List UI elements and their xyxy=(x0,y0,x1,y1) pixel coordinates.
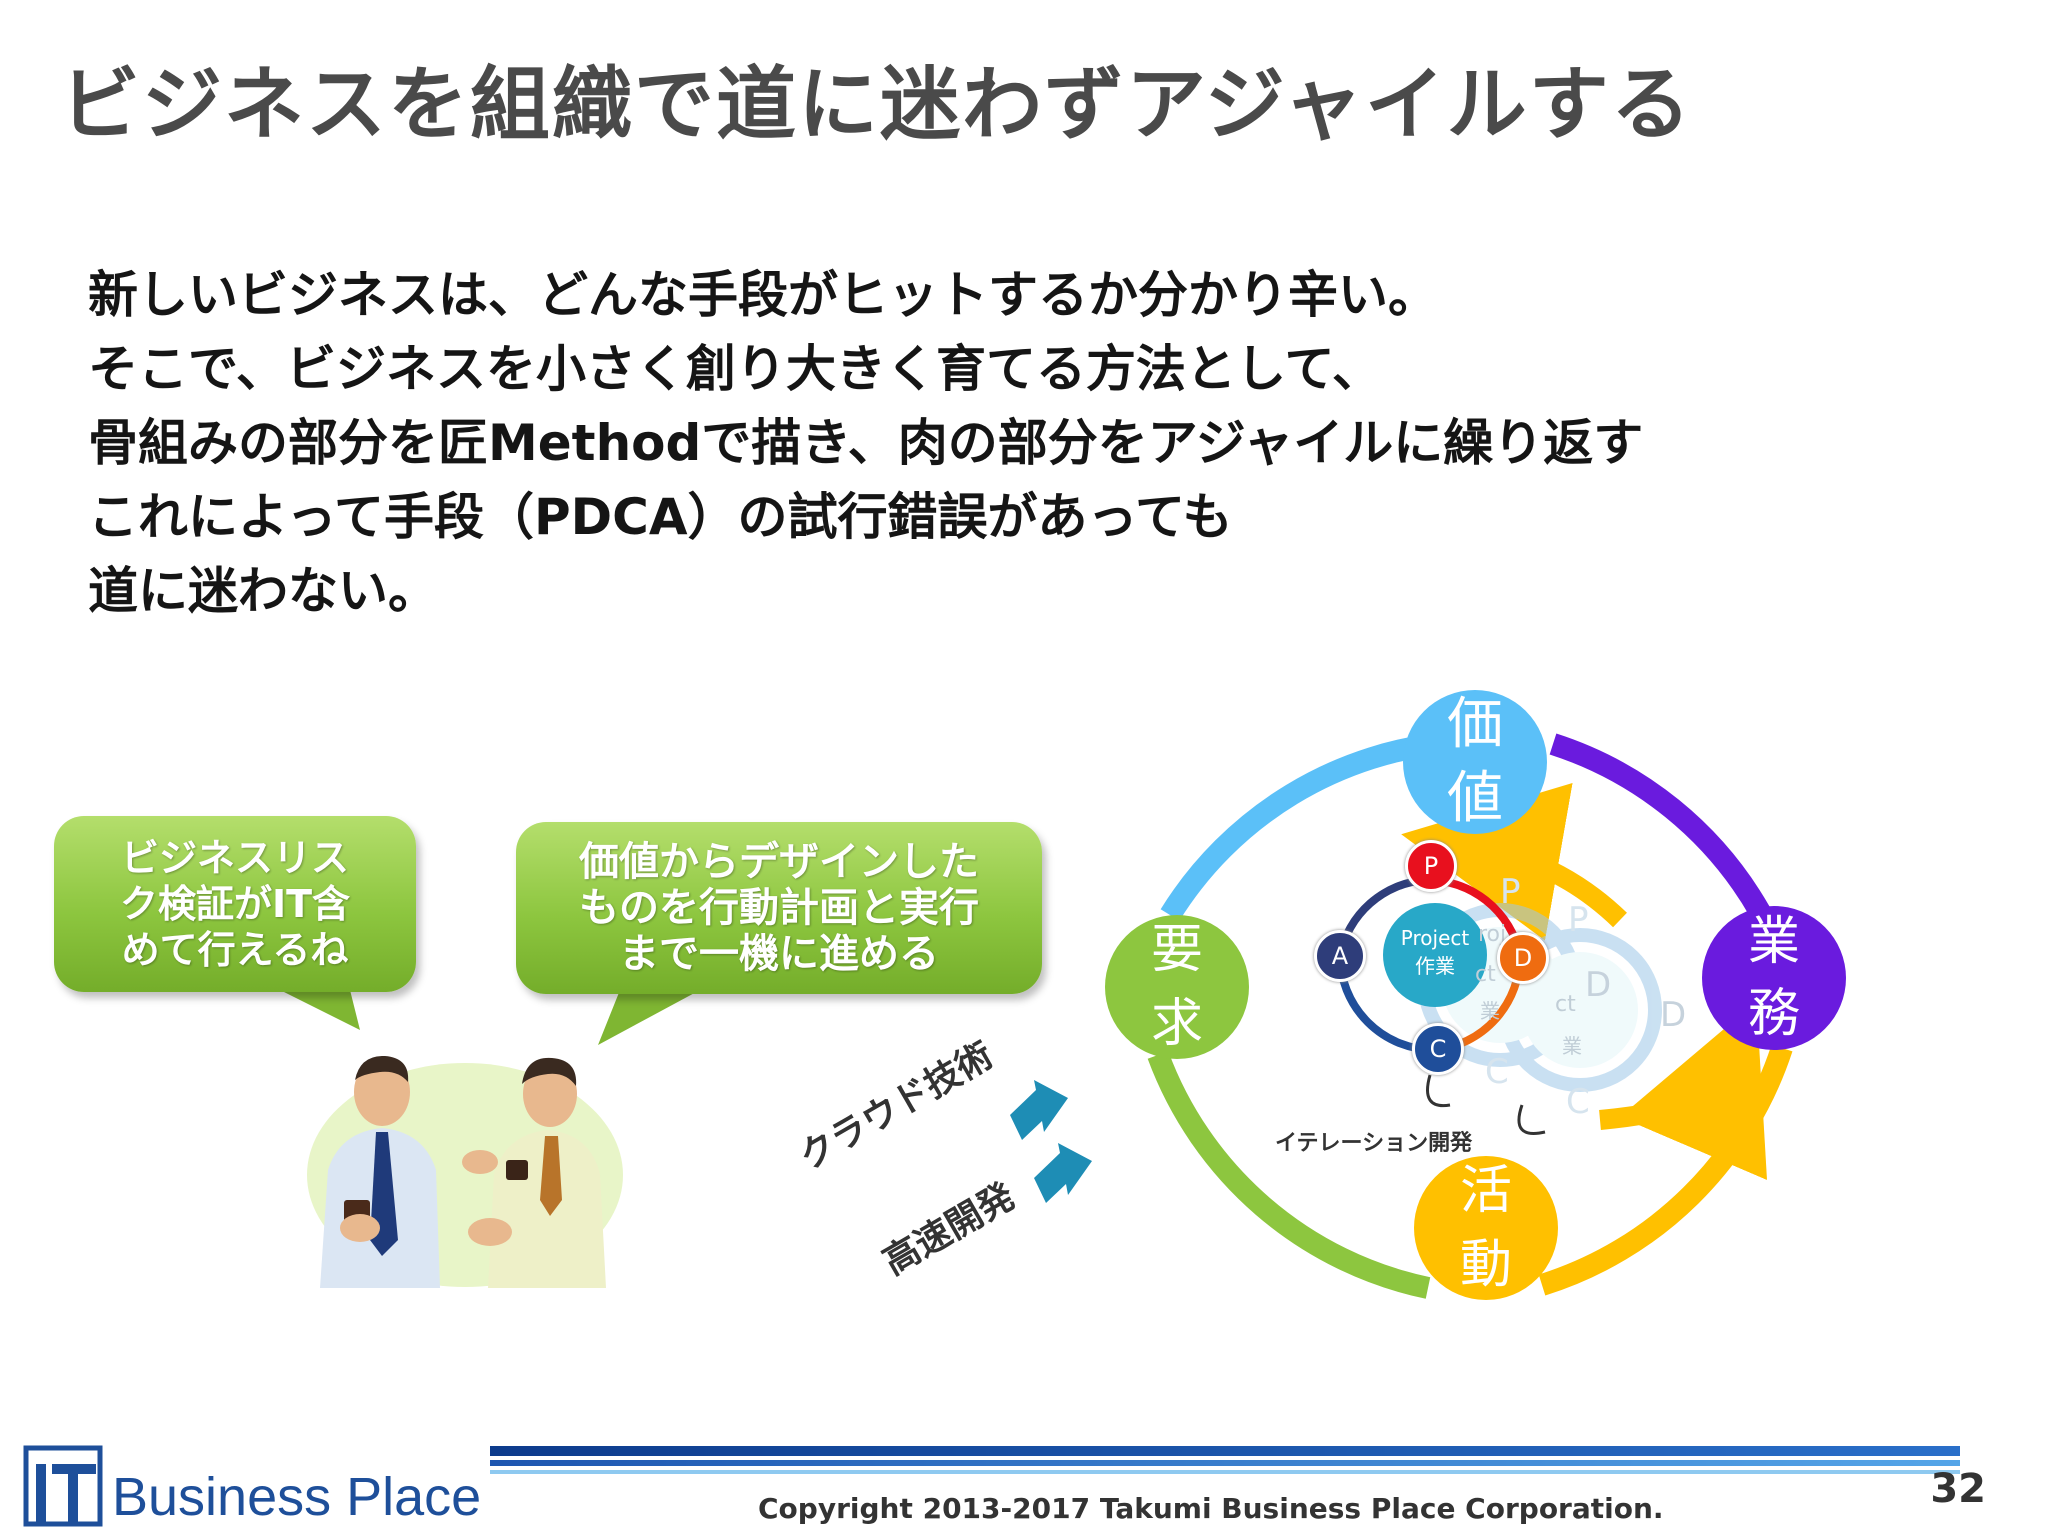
node-request-char: 求 xyxy=(1150,994,1203,1054)
arrow-icon xyxy=(1010,1080,1068,1140)
footer-rule xyxy=(490,1460,1960,1466)
ghost-text: 業 xyxy=(1562,1034,1582,1058)
ghost-c-label: C xyxy=(1485,1052,1509,1092)
node-value-char: 価 xyxy=(1447,692,1503,757)
project-work-label: 作業 xyxy=(1415,954,1455,978)
right-bubble-tail xyxy=(598,990,700,1045)
node-business: 業 務 xyxy=(1702,906,1846,1050)
node-business-char: 務 xyxy=(1747,984,1800,1044)
node-activity: 活 動 xyxy=(1414,1156,1558,1300)
node-activity-char: 動 xyxy=(1459,1235,1512,1295)
pdca-node-a: A xyxy=(1314,930,1366,982)
body-line: 新しいビジネスは、どんな手段がヒットするか分かり辛い。 xyxy=(88,266,1438,324)
company-logo xyxy=(23,1445,103,1527)
node-request: 要 求 xyxy=(1105,915,1249,1059)
ghost-p-label: P xyxy=(1500,872,1521,912)
body-line: 骨組みの部分を匠Methodで描き、肉の部分をアジャイルに繰り返す xyxy=(88,414,1644,472)
copyright-text: Copyright 2013-2017 Takumi Business Plac… xyxy=(758,1492,1664,1525)
ghost-c-label-2: C xyxy=(1566,1082,1590,1122)
arc-activity-request xyxy=(1147,1051,1431,1299)
iteration-arrow-icon xyxy=(1517,1104,1546,1135)
body-text: 新しいビジネスは、どんな手段がヒットするか分かり辛い。 そこで、ビジネスを小さく… xyxy=(88,258,1643,628)
pdca-c-text: C xyxy=(1429,1035,1447,1063)
left-bubble-text: ビジネスリス ク検証がIT含 めて行えるね xyxy=(119,836,351,972)
project-center-circle xyxy=(1383,903,1487,1007)
pdca-node-d: D xyxy=(1497,932,1549,984)
page-title: ビジネスを組織で道に迷わずアジャイルする xyxy=(60,58,1693,151)
left-speech-bubble: ビジネスリス ク検証がIT含 めて行えるね xyxy=(54,816,416,992)
ghost-text: 業 xyxy=(1480,999,1500,1023)
left-bubble-tail xyxy=(280,990,360,1030)
ghost-text: ct xyxy=(1555,992,1576,1017)
node-value: 価 値 xyxy=(1403,690,1547,834)
project-label: Project xyxy=(1400,926,1470,950)
body-line: 道に迷わない。 xyxy=(88,562,438,620)
footer-rule xyxy=(490,1446,1960,1456)
body-line: そこで、ビジネスを小さく創り大きく育てる方法として、 xyxy=(88,340,1382,398)
right-speech-bubble: 価値からデザインした ものを行動計画と実行 まで一機に進める xyxy=(516,822,1042,994)
arrow-to-business xyxy=(1599,1001,1767,1181)
right-bubble-text: 価値からデザインした ものを行動計画と実行 まで一機に進める xyxy=(579,839,979,977)
logo-text: Business Place xyxy=(112,1467,482,1527)
iteration-label: イテレーション開発 xyxy=(1275,1131,1473,1156)
pdca-d-text: D xyxy=(1513,944,1533,972)
footer-rule xyxy=(490,1470,1960,1474)
arrow-icon xyxy=(1034,1143,1092,1203)
arrow-to-value xyxy=(1401,783,1627,941)
ghost-text: ct xyxy=(1475,962,1496,987)
ghost-p-label-2: P xyxy=(1568,900,1589,940)
node-request-char: 要 xyxy=(1150,920,1203,980)
pdca-node-p: P xyxy=(1405,840,1457,892)
body-line: これによって手段（PDCA）の試行錯誤があっても xyxy=(88,488,1233,546)
node-activity-char: 活 xyxy=(1459,1161,1512,1221)
node-value-char: 値 xyxy=(1447,766,1503,831)
page-number: 32 xyxy=(1930,1466,1986,1512)
project-center-text: Project 作業 xyxy=(1383,924,1487,980)
pdca-node-c: C xyxy=(1412,1023,1464,1075)
pdca-p-text: P xyxy=(1423,852,1439,880)
arc-value-business xyxy=(1549,733,1770,918)
pdca-a-text: A xyxy=(1331,942,1349,970)
businessmen-illustration xyxy=(307,1055,623,1288)
node-business-char: 業 xyxy=(1747,912,1800,972)
ghost-d-label-2: D xyxy=(1660,995,1687,1035)
iteration-arrow-icon xyxy=(1426,1074,1451,1108)
ghost-d-label: D xyxy=(1585,965,1612,1005)
